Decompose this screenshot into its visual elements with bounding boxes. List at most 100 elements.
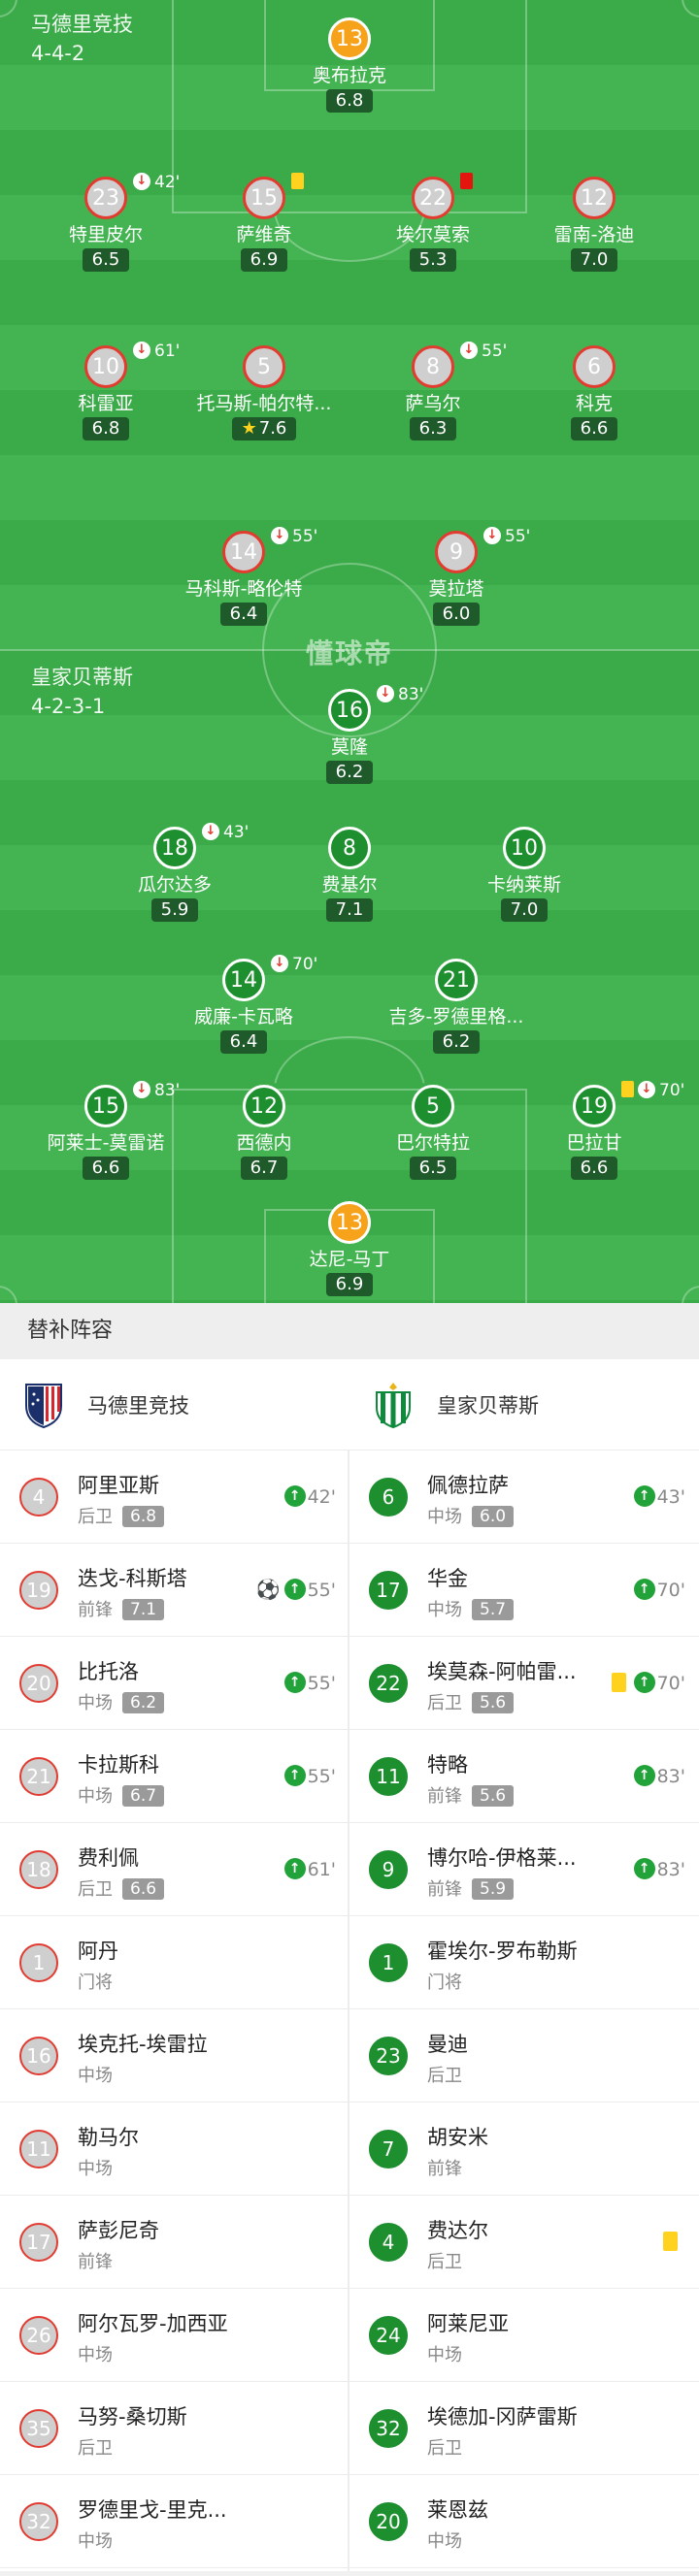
player-rating: 6.8: [325, 89, 374, 113]
sub-shirt-number: 32: [19, 2502, 58, 2541]
sub-player-name: 曼迪: [427, 2033, 468, 2056]
player-events: [460, 173, 473, 192]
yellow-card-icon: [621, 1081, 634, 1097]
shirt-number: 13: [328, 1201, 371, 1244]
player-rating: 6.7: [240, 1157, 288, 1180]
sub-player-name: 阿莱尼亚: [427, 2312, 509, 2335]
subs-away-team-header[interactable]: 马德里竞技: [0, 1359, 350, 1451]
home-team-name: 皇家贝蒂斯: [31, 666, 133, 689]
sub-events: ↑61': [283, 1858, 336, 1881]
rating-value: 6.2: [442, 1031, 471, 1052]
away-sub-row[interactable]: 32 罗德里戈-里克... 中场: [0, 2475, 350, 2568]
sub-shirt-number: 19: [19, 1571, 58, 1610]
arrow-up-circle-icon: ↑: [633, 1579, 655, 1600]
subs-home-team-name: 皇家贝蒂斯: [437, 1393, 539, 1418]
subs-home-team-header[interactable]: 皇家贝蒂斯: [350, 1359, 699, 1451]
player-rating: 6.4: [219, 603, 268, 626]
sub-player-name: 罗德里戈-里克...: [78, 2498, 227, 2522]
sub-player-name: 博尔哈-伊格莱...: [427, 1846, 577, 1870]
sub-player-position: 后卫: [427, 2434, 462, 2460]
player-name: 卡纳莱斯: [486, 874, 561, 896]
player-events: ↓43': [202, 823, 249, 842]
player-rating: 6.6: [570, 1157, 618, 1180]
sub-shirt-number: 22: [369, 1664, 408, 1703]
player-rating: 5.3: [409, 248, 457, 272]
player-name: 奥布拉克: [312, 65, 386, 86]
sub-in-minute: 42': [307, 1486, 336, 1508]
sub-in-minute: 55': [307, 1673, 336, 1694]
sub-in-minute: 43': [656, 1486, 685, 1508]
subs-away-team-name: 马德里竞技: [87, 1393, 189, 1418]
position-text: 中场: [78, 2531, 113, 2552]
player-events: ↓61': [133, 342, 180, 361]
arrow-up-circle-icon: ↑: [633, 1858, 655, 1879]
player-name: 马科斯-略伦特: [184, 578, 303, 600]
rating-value: 7.0: [510, 899, 539, 920]
arrow-down-circle-icon: ↓: [202, 823, 219, 840]
sub-player-position: 中场: [427, 2341, 462, 2366]
arrow-down-circle-icon: ↓: [133, 342, 150, 359]
player-rating: 6.6: [82, 1157, 130, 1180]
shirt-number: 15: [84, 1085, 127, 1127]
sub-shirt-number: 32: [369, 2409, 408, 2448]
real-betis-crest-icon: [376, 1382, 411, 1428]
top-penalty-box: [172, 0, 527, 213]
arrow-up-circle-icon: ↑: [283, 1579, 306, 1600]
sub-events: [663, 2231, 685, 2254]
sub-events: ⚽↑55': [256, 1579, 336, 1602]
sub-player-name: 萨彭尼奇: [78, 2219, 159, 2242]
sub-shirt-number: 4: [369, 2223, 408, 2262]
shirt-number: 14: [222, 531, 265, 573]
sub-player-name: 迭戈-科斯塔: [78, 1567, 187, 1590]
player-name: 瓜尔达多: [137, 874, 212, 896]
sub-player-name: 费利佩: [78, 1846, 139, 1870]
